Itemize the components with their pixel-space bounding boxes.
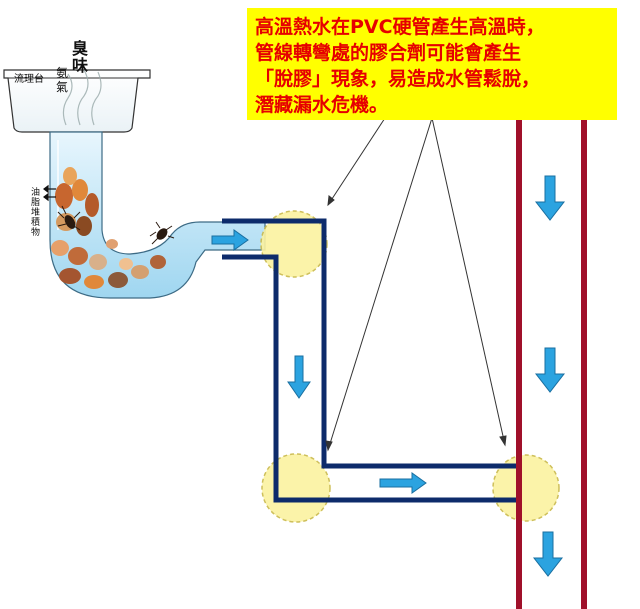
- flow-arrow-icon: [379, 472, 427, 494]
- joint-lower-elbow: [261, 453, 331, 523]
- cockroach-icon: [149, 221, 175, 245]
- joint-highlights: [260, 210, 560, 523]
- callout-line: 管線轉彎處的膠合劑可能會產生: [255, 42, 522, 64]
- vertical-stack: [516, 120, 587, 609]
- callout-line: 高溫熱水在PVC硬管產生高溫時，: [255, 16, 545, 38]
- odor-label: 臭味: [72, 39, 89, 75]
- flow-arrow-icon: [287, 355, 311, 399]
- p-trap: [49, 131, 266, 299]
- joint-stack-tee: [492, 454, 560, 522]
- grease-deposits: [51, 167, 166, 289]
- flow-arrow-icon: [211, 229, 249, 251]
- steam-wisps: [62, 69, 102, 126]
- ammonia-label: 氨氣: [56, 66, 69, 94]
- sink-bowl: [3, 69, 151, 133]
- drain-pipe: [222, 218, 520, 503]
- flow-arrow-icon: [534, 175, 566, 221]
- flow-arrow-icon: [534, 347, 566, 393]
- flow-arrow-icon: [532, 531, 564, 577]
- grease-label: 油脂堆積物: [31, 188, 41, 238]
- sink-label: 流理台: [14, 74, 44, 85]
- grease-pointer-icon: [43, 184, 56, 202]
- cockroach-icon: [57, 205, 81, 231]
- warning-callout: 高溫熱水在PVC硬管產生高溫時， 管線轉彎處的膠合劑可能會產生 「脫膠」現象，易…: [247, 8, 617, 120]
- pointer-lines: [325, 117, 507, 452]
- callout-line: 潛藏漏水危機。: [255, 94, 389, 116]
- callout-line: 「脫膠」現象，易造成水管鬆脫，: [255, 68, 541, 90]
